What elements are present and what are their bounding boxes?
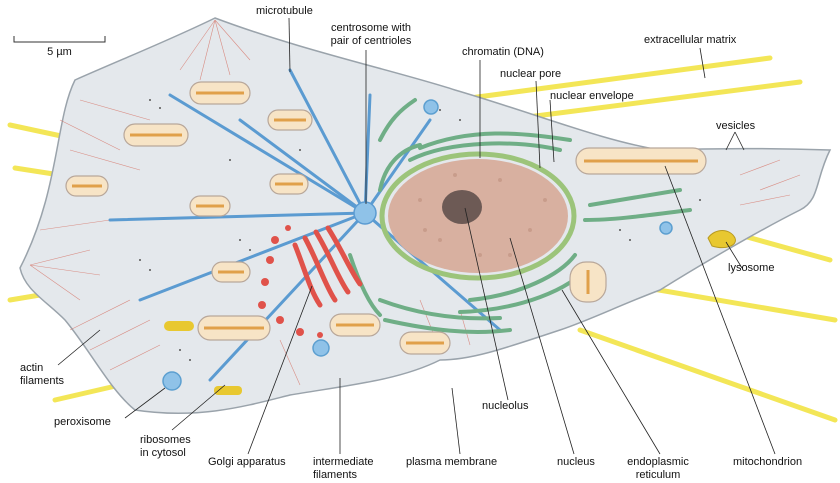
mitochondria-cristae [72, 91, 698, 345]
chromatin-texture [418, 173, 547, 257]
label-ribosomes: ribosomes in cytosol [140, 434, 191, 460]
label-golgi-apparatus: Golgi apparatus [208, 456, 286, 468]
label-er-line2: reticulum [635, 469, 681, 481]
label-nuclear-envelope: nuclear envelope [550, 90, 634, 102]
label-actin-line2: filaments [20, 375, 65, 387]
label-intermediate-line1: intermediate [313, 456, 374, 468]
yellow-vesicle-1 [164, 321, 194, 331]
label-intermediate-filaments: intermediate filaments [313, 456, 374, 482]
label-chromatin: chromatin (DNA) [462, 46, 544, 58]
centrosome-body [353, 201, 377, 225]
label-centrosome-line2: pair of centrioles [330, 35, 412, 47]
label-nuclear-pore: nuclear pore [500, 68, 562, 80]
label-nucleolus: nucleolus [482, 400, 529, 412]
label-lysosome: lysosome [728, 262, 775, 274]
lysosome-body [707, 230, 736, 249]
golgi-vesicles [258, 225, 323, 338]
nuclear-envelope [379, 151, 577, 281]
label-actin-line1: actin [20, 362, 44, 374]
leader-lines [57, 17, 776, 455]
label-peroxisome: peroxisome [54, 416, 111, 428]
label-endoplasmic-reticulum: endoplasmic reticulum [615, 456, 701, 482]
nucleolus-body [442, 190, 482, 224]
label-ribosomes-line1: ribosomes [140, 434, 191, 446]
label-mitochondrion: mitochondrion [733, 456, 803, 468]
golgi-stack [292, 225, 363, 308]
peroxisome-2 [312, 339, 330, 357]
label-vesicles: vesicles [716, 120, 756, 132]
peroxisome-3 [423, 99, 439, 115]
scale-bar [13, 36, 106, 43]
label-centrosome: centrosome with pair of centrioles [316, 22, 426, 48]
label-actin-filaments: actin filaments [20, 362, 64, 388]
label-ribosomes-line2: in cytosol [140, 447, 186, 459]
label-extracellular-matrix: extracellular matrix [644, 34, 737, 46]
label-intermediate-line2: filaments [313, 469, 358, 481]
label-nucleus: nucleus [557, 456, 595, 468]
label-microtubule: microtubule [256, 5, 313, 17]
scale-bar-label: 5 µm [47, 46, 72, 58]
label-centrosome-line1: centrosome with [330, 22, 412, 34]
label-er-line1: endoplasmic [627, 456, 689, 468]
peroxisome-body [162, 371, 182, 391]
peroxisome-4 [659, 221, 673, 235]
ribosomes [139, 99, 701, 361]
label-plasma-membrane: plasma membrane [406, 456, 498, 468]
